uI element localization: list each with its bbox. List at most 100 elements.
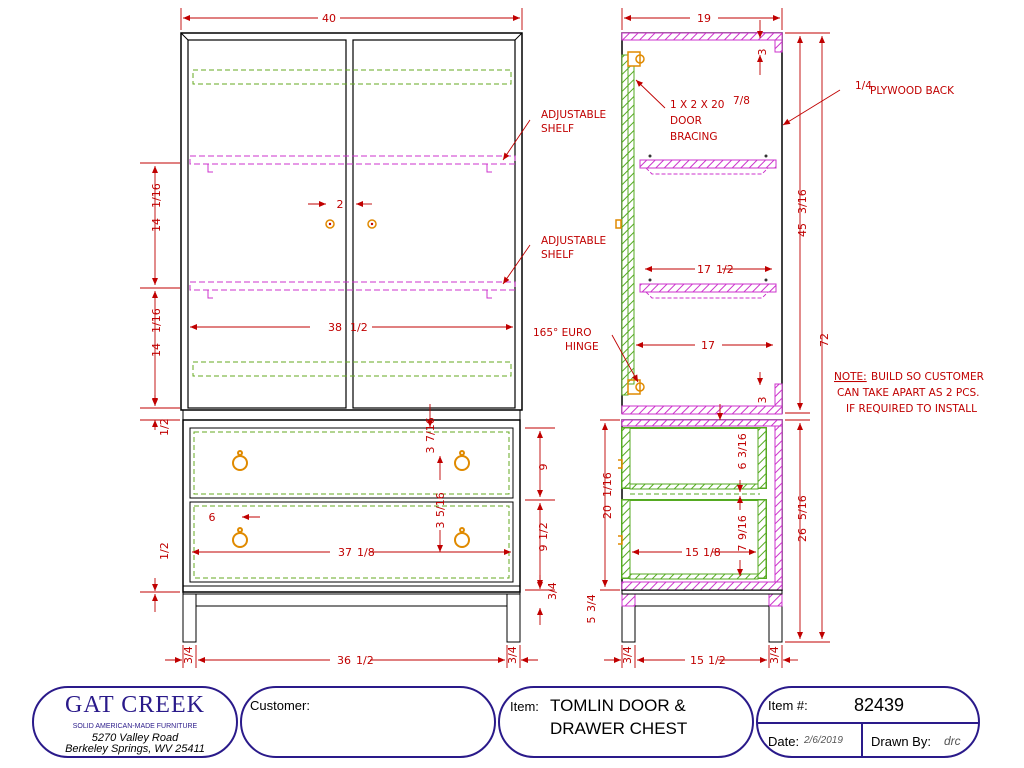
side-dimensions [600,8,841,668]
dim-side-leg-right: 3/4 [768,646,781,664]
door-knob-left [325,219,335,229]
dim-base-height: 26 [796,528,809,542]
dim-pull-offset-2: 3 [434,522,447,529]
adj-shelf-lower [189,281,516,291]
front-dim-text: 40 38 1/2 2 14 1/16 14 1/16 1/2 1/2 9 9 … [150,12,606,667]
svg-text:3/4: 3/4 [585,594,598,612]
lower-case-outline [182,419,521,593]
dim-side-gap: 6 [209,511,216,524]
fixed-shelf-top [192,69,512,85]
svg-text:1/16: 1/16 [150,308,163,333]
svg-text:1/8: 1/8 [703,546,721,559]
svg-text:1/4: 1/4 [855,80,872,92]
left-door [187,39,347,409]
note-line-2: CAN TAKE APART AS 2 PCS. [837,387,980,399]
label-euro-hinge: 165° EURO [533,327,592,339]
fixed-shelf-bottom [192,361,512,377]
item-label: Item: [510,699,539,714]
company-block: GAT CREEK SOLID AMERICAN-MADE FURNITURE … [32,686,238,758]
side-view [615,32,783,643]
dim-door-gap: 2 [337,198,344,211]
svg-text:SHELF: SHELF [541,249,574,261]
svg-text:5/16: 5/16 [796,495,809,520]
svg-text:5/16: 5/16 [434,492,447,517]
customer-label: Customer: [250,698,310,713]
company-name: GAT CREEK [65,692,205,718]
item-block: Item: TOMLIN DOOR & DRAWER CHEST [498,686,754,758]
adj-shelf-upper [189,155,516,165]
upper-case-outline [180,32,523,411]
svg-text:1/2: 1/2 [716,263,734,276]
door-panel-hatch [621,54,629,396]
label-door-bracing: 1 X 2 X 20 [670,99,724,111]
front-view [180,32,523,643]
dim-lower-drawer-1: 6 [736,463,749,470]
svg-text:SHELF: SHELF [541,123,574,135]
dim-shelf-spacing-2: 14 [150,343,163,357]
company-tagline: SOLID AMERICAN-MADE FURNITURE [72,723,198,730]
dim-pull-offset-1: 3 [424,447,437,454]
door-knob-right [367,219,377,229]
dim-front-width: 40 [322,12,336,25]
side-shelf-upper [639,159,777,169]
svg-text:1/2: 1/2 [708,654,726,667]
dim-base-width: 36 [337,654,351,667]
dim-drawer2-height: 9 [537,545,550,552]
dim-lower-total: 20 [601,505,614,519]
svg-text:1/8: 1/8 [357,546,375,559]
item-number-block: Item #: 82439 Date: 2/6/2019 Drawn By: d… [756,686,980,758]
svg-text:DOOR: DOOR [670,115,702,127]
svg-text:1/16: 1/16 [601,472,614,497]
label-adjustable-shelf-2: ADJUSTABLE [541,235,606,247]
dim-shelf-depth: 17 [697,263,711,276]
dim-drawer-width: 37 [338,546,352,559]
svg-text:HINGE: HINGE [565,341,599,353]
address-line-1: 5270 Valley Road [91,732,179,744]
drawn-by-label: Drawn By: [871,734,931,749]
dim-side-leg-left: 3/4 [621,646,634,664]
side-shelf-lower [639,283,777,293]
svg-text:1/16: 1/16 [150,183,163,208]
dim-side-depth: 19 [697,12,711,25]
address-line-2: Berkeley Springs, WV 25411 [65,743,205,755]
note-lead: NOTE: [834,371,867,383]
dim-leg-width-left: 3/4 [182,646,195,664]
item-name-line-1: TOMLIN DOOR & [550,696,686,715]
label-plywood-back: PLYWOOD BACK [870,85,955,97]
leg-right [506,593,521,643]
date-label: Date: [768,734,800,749]
item-name-line-2: DRAWER CHEST [550,719,688,738]
dim-drawer1-height: 9 [537,464,550,471]
svg-text:1/2: 1/2 [158,418,171,436]
dim-drawer-depth: 15 [685,546,699,559]
drawer-1 [189,427,514,499]
right-door [352,39,516,409]
svg-text:9/16: 9/16 [736,515,749,540]
front-dimensions [140,8,555,668]
ring-pull-icon [232,450,470,548]
svg-text:1/2: 1/2 [356,654,374,667]
note-line-1: BUILD SO CUSTOMER [871,371,984,383]
molding-strip [182,409,521,421]
svg-text:3/16: 3/16 [736,433,749,458]
dim-leg-height: 5 [585,617,598,624]
item-number: 82439 [854,695,905,715]
side-dim-text: 19 3 17 1/2 17 3 45 3/16 72 26 5/16 20 1… [533,12,984,667]
leg-left [182,593,197,643]
dim-front-inner: 38 [328,321,342,334]
dim-lower-drawer-2: 7 [736,545,749,552]
note-line-3: IF REQUIRED TO INSTALL [846,403,977,415]
dim-side-base: 15 [690,654,704,667]
date-value: 2/6/2019 [804,735,843,746]
item-number-label: Item #: [768,698,808,713]
dim-top-gap: 3 [756,49,769,56]
label-adjustable-shelf-1: ADJUSTABLE [541,109,606,121]
customer-block: Customer: [240,686,496,758]
drawn-by-value: drc [944,734,961,748]
dim-upper-height: 45 [796,223,809,237]
svg-text:3/4: 3/4 [546,582,559,600]
dim-mid-gap: 3 [756,397,769,404]
dim-inner-depth: 17 [701,339,715,352]
dim-leg-width-right: 3/4 [506,646,519,664]
